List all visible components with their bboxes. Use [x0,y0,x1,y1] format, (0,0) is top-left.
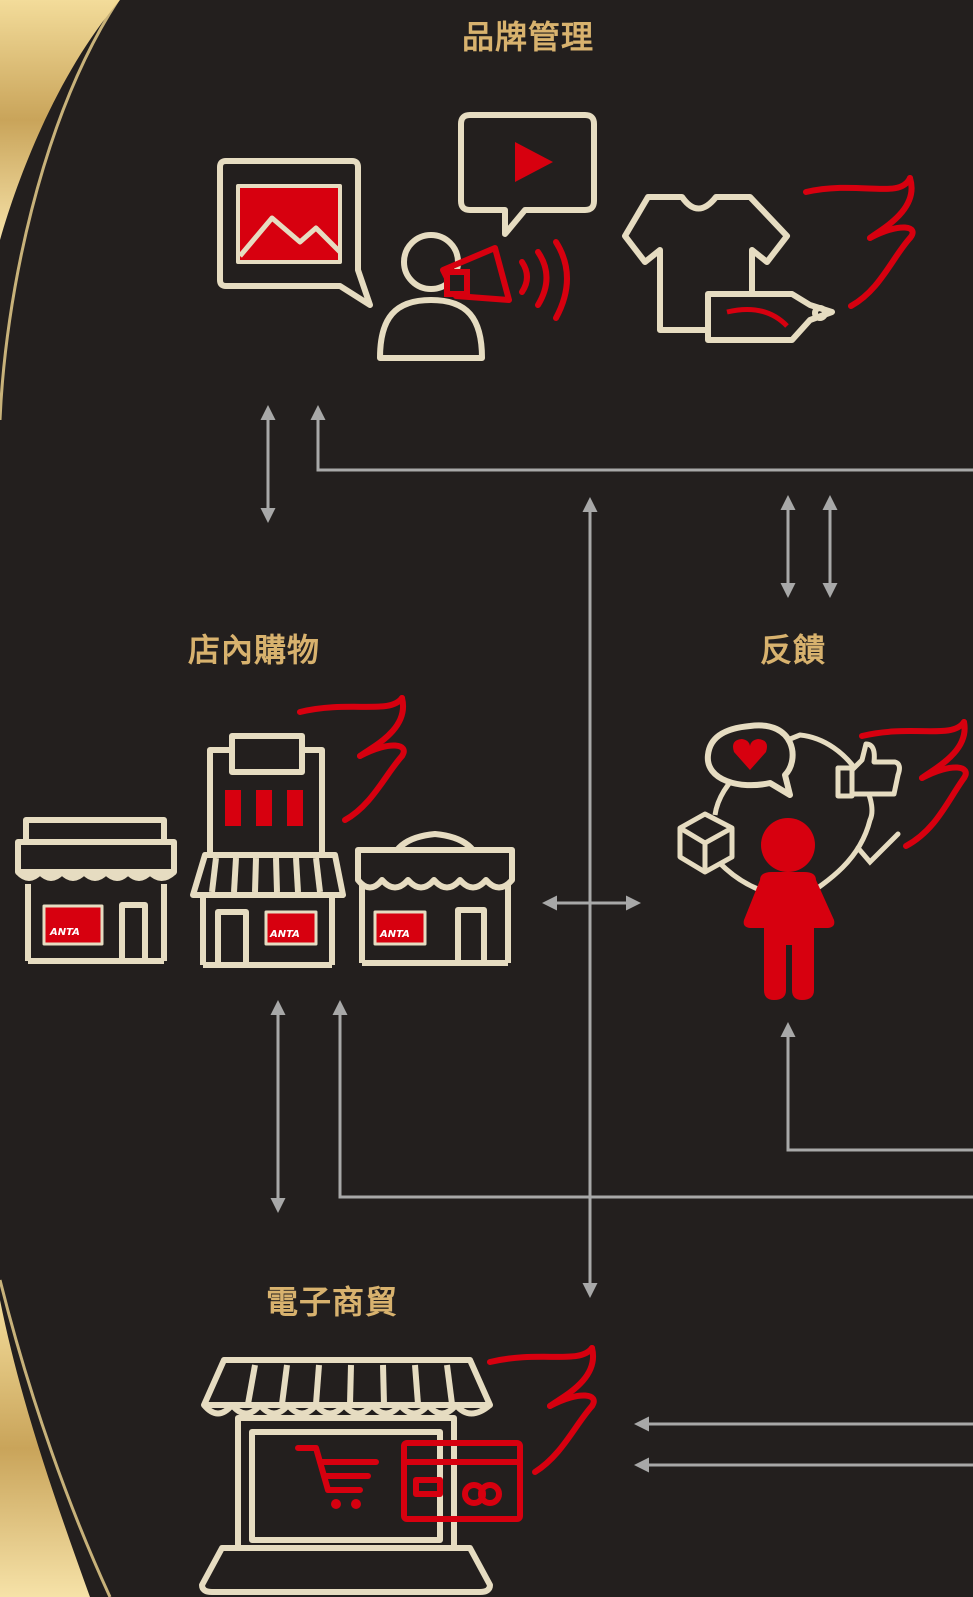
feedback-return-arrow [780,1022,973,1152]
person-icon [743,818,835,1000]
flame-icon [803,175,916,309]
store-icon: ANTA [15,817,177,964]
flame-icon [297,695,407,823]
feedback-label: 反饋 [760,631,827,669]
boutique-store-icon: ANTA [355,831,515,966]
svg-text:ANTA: ANTA [269,929,300,940]
video-message-icon [458,112,597,237]
anta-sign [42,904,104,946]
checkmark-icon [855,831,901,866]
flame-icon [487,1345,597,1475]
package-icon [677,811,735,875]
heart-message-icon [704,722,796,798]
brand-management-icons [217,112,916,361]
in-store-shopping-icons: ANTA ANTA [15,695,515,968]
svg-text:ANTA: ANTA [379,929,410,940]
department-store-icon: ANTA [190,733,346,968]
credit-card-icon [401,1440,523,1522]
tshirt-price-tag-icon [622,194,835,343]
gold-border-swoosh [0,0,120,1597]
anta-sign [264,910,318,946]
e-commerce-icons [199,1345,597,1595]
brand-return-arrow [310,405,973,472]
anta-sign [373,910,427,946]
announcer-megaphone-icon [377,232,570,361]
connector-arrows [260,405,973,1473]
laptop-shop-icon [199,1357,493,1595]
e-commerce-label: 電子商貿 [266,1283,399,1321]
in-store-shopping-label: 店內購物 [188,631,321,669]
brand-management-label: 品牌管理 [462,18,595,56]
instore-return-arrow [332,1000,973,1199]
feedback-icons [677,719,969,1000]
thumbs-up-icon [835,741,902,799]
flame-icon [859,719,969,849]
svg-text:ANTA: ANTA [49,927,80,938]
shopping-cart-icon [295,1445,379,1509]
picture-message-icon [217,158,373,308]
